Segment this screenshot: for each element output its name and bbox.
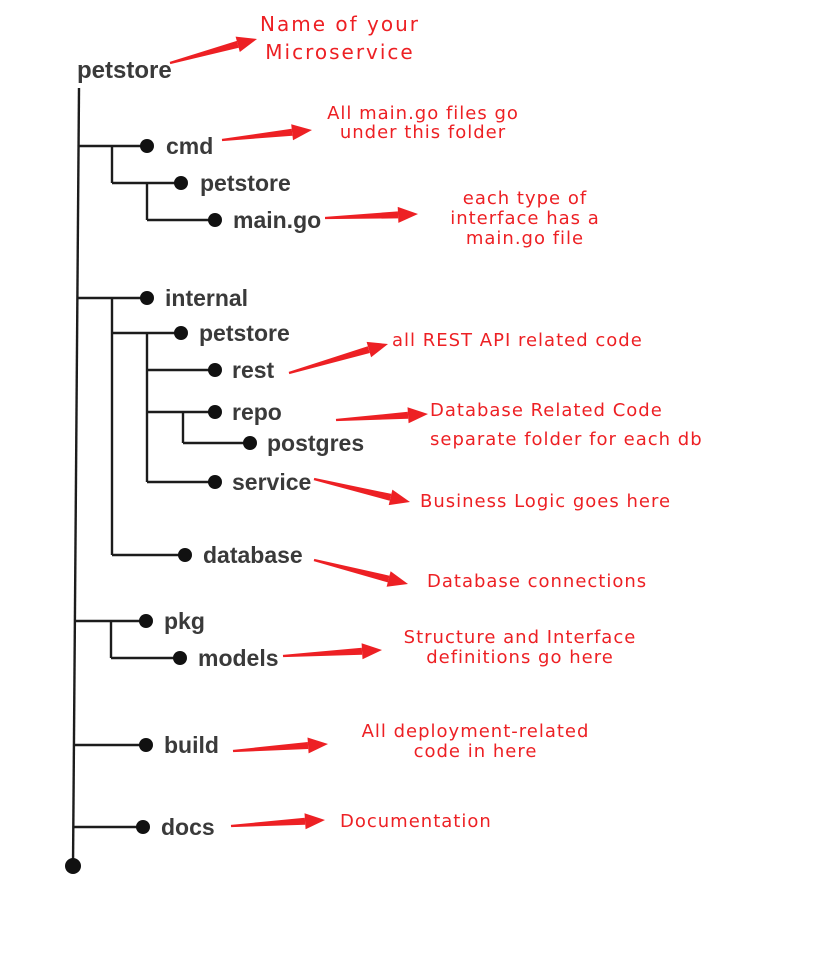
annotation-line: code in here (413, 741, 538, 762)
tree-node-postgres: postgres (267, 430, 365, 456)
node-dot-repo (208, 405, 222, 419)
node-dot-trunk-end (65, 858, 81, 874)
node-dot-internal-petstore (174, 326, 188, 340)
node-dot-rest (208, 363, 222, 377)
node-dot-service (208, 475, 222, 489)
node-dot-main-go (208, 213, 222, 227)
tree-node-internal: internal (165, 285, 249, 311)
annotation-database: Database connections (427, 572, 647, 592)
arrow-build-shaft (232, 742, 309, 753)
tree-connector-trunk (71, 87, 81, 867)
arrow-rest-shaft (288, 346, 370, 375)
annotation-line: Database connections (427, 571, 648, 592)
node-dot-cmd (140, 139, 154, 153)
node-dot-internal (140, 291, 154, 305)
annotation-build: All deployment-related code in here (348, 722, 603, 762)
annotation-service: Business Logic goes here (420, 492, 671, 512)
annotation-line: All main.go files go (327, 103, 519, 124)
arrow-models-shaft (282, 647, 363, 658)
tree-node-repo: repo (232, 399, 282, 425)
annotation-models: Structure and Interface definitions go h… (400, 628, 640, 668)
node-dot-cmd-petstore (174, 176, 188, 190)
tree-node-cmd-petstore: petstore (200, 170, 291, 196)
annotation-line: each type of (462, 188, 588, 209)
node-dot-build (139, 738, 153, 752)
annotation-line: interface has a (450, 208, 600, 229)
annotation-line: under this folder (339, 122, 507, 143)
arrow-main-go-shaft (325, 211, 399, 220)
tree-node-rest: rest (232, 357, 275, 383)
annotation-main-go: each type of interface has a main.go fil… (430, 189, 620, 249)
annotation-line: Name of your (260, 12, 420, 36)
arrow-root-head (235, 36, 257, 52)
annotation-line: Database Related Code (430, 400, 663, 421)
arrow-service-shaft (313, 477, 392, 501)
annotation-line: All deployment-related (361, 721, 590, 742)
node-dot-database (178, 548, 192, 562)
arrow-docs-head (304, 813, 325, 830)
annotation-line: main.go file (465, 228, 585, 249)
annotation-cmd: All main.go files go under this folder (313, 104, 533, 142)
node-dot-postgres (243, 436, 257, 450)
tree-node-docs: docs (161, 814, 215, 840)
annotation-repo: Database Related Code separate folder fo… (430, 396, 703, 454)
arrow-service-head (388, 489, 410, 506)
tree-node-models: models (198, 645, 279, 671)
arrow-rest-head (366, 341, 388, 358)
tree-node-internal-petstore: petstore (199, 320, 290, 346)
arrow-build-head (307, 737, 328, 754)
annotation-rest: all REST API related code (392, 331, 643, 351)
node-dot-models (173, 651, 187, 665)
annotation-docs: Documentation (340, 812, 492, 832)
annotation-line: separate folder for each db (430, 429, 703, 450)
tree-node-petstore-root: petstore (77, 57, 172, 84)
annotation-line: all REST API related code (392, 330, 643, 351)
annotation-line: Documentation (340, 811, 492, 832)
annotation-line: Microservice (265, 40, 415, 64)
annotation-line: definitions go here (426, 647, 614, 668)
arrow-main-go-head (397, 206, 418, 223)
tree-node-service: service (232, 469, 312, 495)
arrow-database-shaft (313, 558, 390, 583)
annotation-line: Business Logic goes here (420, 491, 672, 512)
arrow-root-shaft (169, 40, 239, 65)
arrow-models-head (361, 643, 382, 660)
annotation-root: Name of your Microservice (250, 10, 430, 66)
tree-node-database: database (203, 542, 303, 568)
arrow-repo-shaft (335, 411, 409, 422)
annotation-line: Structure and Interface (403, 627, 637, 648)
tree-node-build: build (164, 732, 219, 758)
arrow-database-head (386, 571, 408, 587)
tree-node-main-go: main.go (233, 207, 322, 233)
arrow-docs-shaft (230, 817, 306, 828)
arrow-repo-head (407, 407, 428, 424)
node-dot-docs (136, 820, 150, 834)
tree-node-pkg: pkg (164, 608, 205, 634)
tree-node-cmd: cmd (166, 133, 214, 159)
node-dot-pkg (139, 614, 153, 628)
arrow-cmd-head (291, 124, 312, 141)
arrow-cmd-shaft (221, 128, 293, 142)
